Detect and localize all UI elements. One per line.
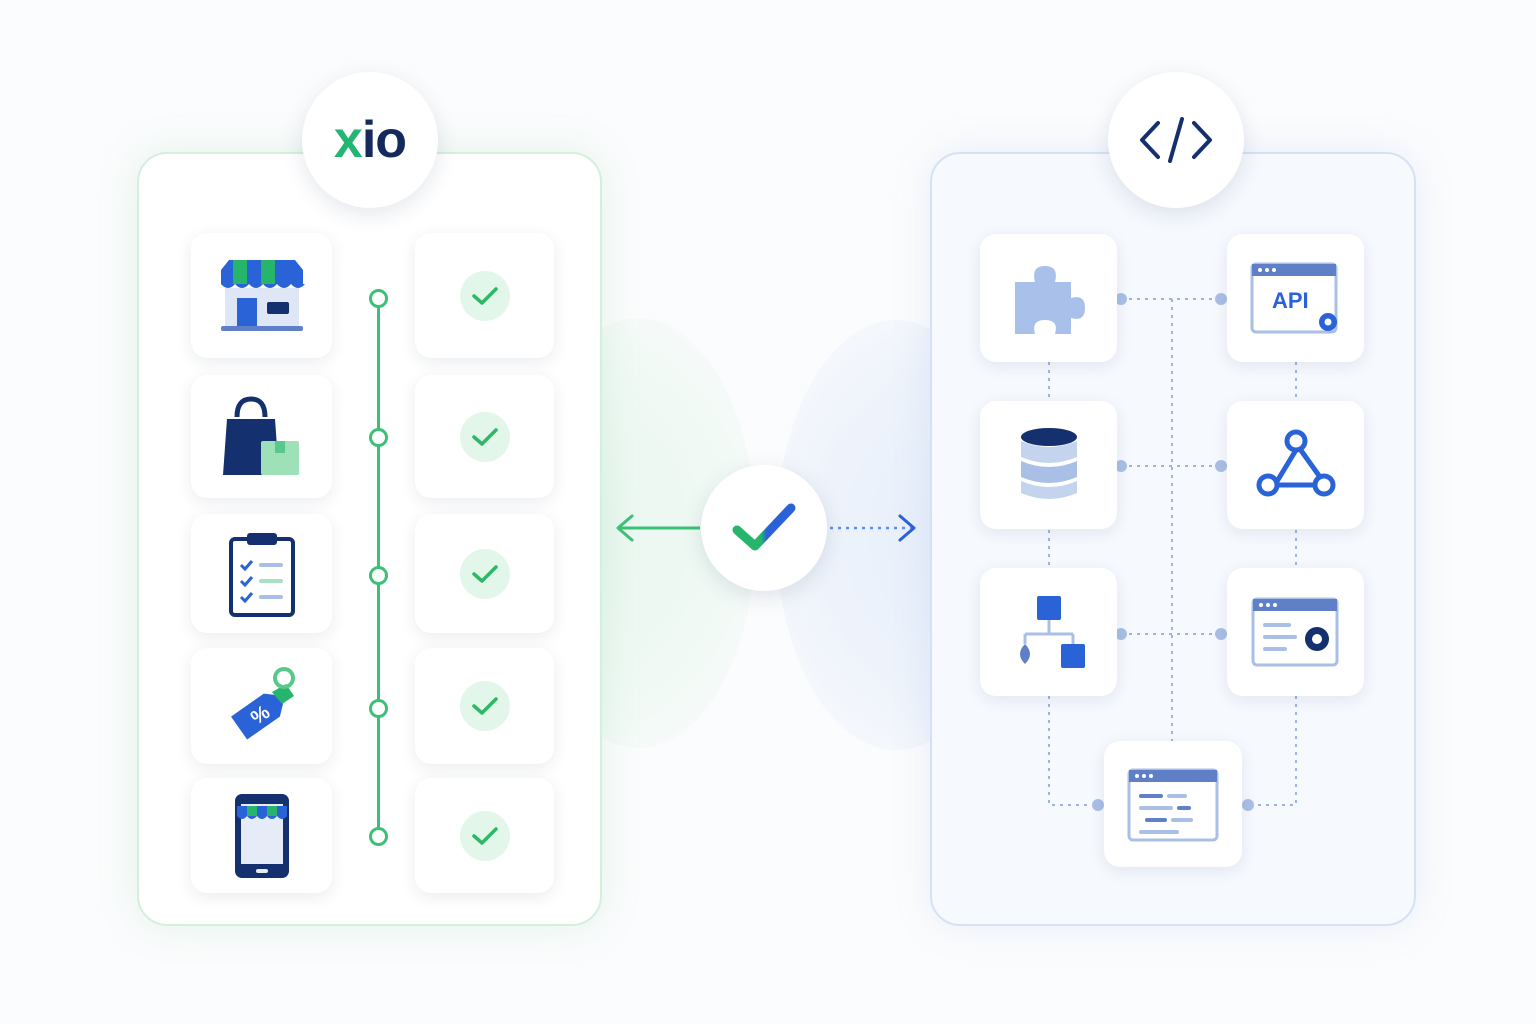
status-card bbox=[415, 648, 554, 764]
timeline-node bbox=[369, 428, 388, 447]
timeline-node bbox=[369, 289, 388, 308]
plugin-tile bbox=[980, 234, 1117, 362]
settings-tile bbox=[1227, 568, 1364, 696]
check-icon bbox=[459, 681, 510, 731]
arrow-left-icon bbox=[616, 514, 700, 542]
webhook-tile bbox=[1227, 401, 1364, 529]
status-card bbox=[415, 514, 554, 633]
code-brackets-icon bbox=[1140, 117, 1212, 163]
timeline-node bbox=[369, 827, 388, 846]
bag-card bbox=[191, 375, 332, 498]
api-window-icon: API bbox=[1250, 262, 1337, 334]
status-card bbox=[415, 778, 554, 893]
storefront-icon bbox=[220, 259, 305, 331]
workflow-tile bbox=[980, 568, 1117, 696]
store-card bbox=[191, 233, 332, 358]
sync-check-badge bbox=[701, 465, 827, 591]
svg-text:API: API bbox=[1272, 288, 1309, 313]
check-icon bbox=[459, 270, 510, 321]
code-window-icon bbox=[1127, 768, 1219, 842]
status-card bbox=[415, 375, 554, 498]
check-icon bbox=[459, 810, 510, 861]
check-icon bbox=[732, 503, 796, 551]
database-icon bbox=[1020, 428, 1077, 499]
status-card bbox=[415, 233, 554, 358]
discount-card: % bbox=[191, 648, 332, 764]
api-tile: API bbox=[1227, 234, 1364, 362]
arrow-right-dotted-icon bbox=[830, 514, 916, 542]
settings-window-icon bbox=[1251, 597, 1338, 667]
discount-tag-icon: % bbox=[230, 667, 295, 740]
flow-hierarchy-icon bbox=[1019, 596, 1085, 668]
shopping-bag-icon bbox=[222, 395, 299, 475]
clipboard-card bbox=[191, 514, 332, 633]
check-icon bbox=[459, 411, 510, 462]
timeline-node bbox=[369, 566, 388, 585]
mobile-card bbox=[191, 778, 332, 893]
database-tile bbox=[980, 401, 1117, 529]
webhook-icon bbox=[1256, 429, 1335, 497]
clipboard-checklist-icon bbox=[228, 532, 295, 617]
puzzle-piece-icon bbox=[1014, 266, 1085, 334]
code-editor-tile bbox=[1104, 741, 1242, 867]
timeline-node bbox=[369, 699, 388, 718]
mobile-store-icon bbox=[234, 793, 289, 878]
code-badge bbox=[1108, 72, 1244, 208]
check-icon bbox=[459, 548, 510, 599]
